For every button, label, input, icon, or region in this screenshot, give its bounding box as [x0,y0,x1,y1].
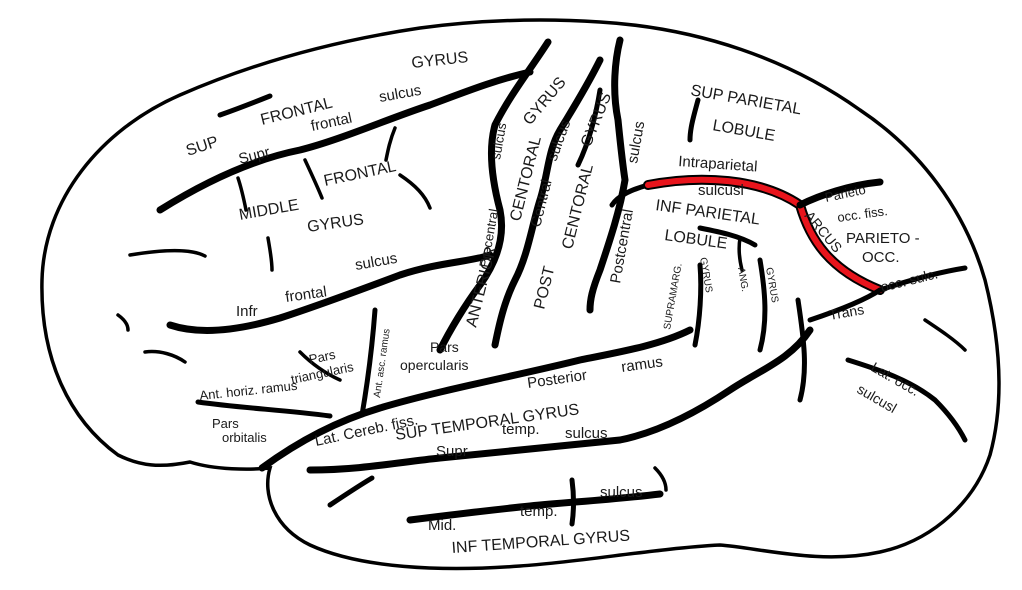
inferior-frontal-sulcus [166,251,494,334]
label-sulcus-mt: sulcus [600,484,643,501]
sup-parietal-mark [687,97,701,143]
label-frontal-inf: frontal [284,283,328,306]
fissure-orbital-branch [195,399,333,419]
middle-temporal-sulcus [406,490,664,524]
label-gyrus-top: GYRUS [411,49,469,72]
mid-temporal-hook [653,466,668,492]
label-pars-opercularis-1: Pars [430,339,459,355]
label-supr-temp: Supr [436,443,468,460]
middle-frontal-mark-4 [398,173,432,210]
label-pars-opercularis-2: opercularis [400,357,468,373]
pole-mark-2 [143,349,187,364]
pole-mark-1 [116,313,130,332]
middle-frontal-mark-5 [266,236,274,272]
precentral-sulcus [436,38,552,354]
lateral-fissure [258,326,694,472]
label-occ-fiss: occ. fiss. [836,203,888,225]
middle-frontal-mark-1 [236,176,248,212]
label-temp-mid: temp. [520,503,558,520]
pars-tri-sulcus [298,350,342,382]
postcentral-sulcus [586,36,629,314]
label-mid: Mid. [428,517,456,534]
inf-parietal-mark [697,225,758,248]
label-pars-orbitalis-2: orbitalis [222,430,267,445]
angular-sulcus [757,257,768,353]
occ-curve [923,318,967,352]
label-pars-triangularis-1: Pars [308,347,338,367]
label-intraparietal: Intraparietal [678,153,758,175]
transverse-occ [807,287,883,323]
superior-frontal-sulcus [156,68,534,214]
label-parieto-occ: PARIETO - [846,230,920,247]
superior-temporal-back [795,297,807,403]
superior-temporal-sulcus [306,326,814,474]
label-trans: Trans [828,301,866,323]
label-occ: OCC. [862,249,900,266]
middle-frontal-mark-3 [384,126,397,162]
mid-temporal-vert [569,477,576,527]
sup-frontal-branch [217,93,273,118]
label-pars-orbitalis-1: Pars [212,416,239,431]
label-sulcusl-ip: sulcusl [698,182,744,199]
label-ang: ANG. [735,267,750,293]
middle-frontal-mark-2 [303,158,324,200]
mid-temporal-left [327,475,375,508]
post-gyrus-line [575,87,603,168]
supramarginal-sulcus [692,262,704,348]
label-sulcus-pre: sulcus [488,121,509,160]
inf-parietal-mark-2 [737,236,744,272]
label-sulcus-st: sulcus [565,425,608,442]
label-temp: temp. [502,421,540,438]
parieto-occipital-fissure [796,178,884,209]
brain-outline [40,18,1001,571]
lateral-occipital-sulcus [845,357,968,443]
label-ramus: ramus [620,353,664,376]
parieto-occ-lower [877,265,968,293]
anterior-ascending-ramus [359,307,378,418]
inf-frontal-branch [128,248,207,258]
central-sulcus [491,56,604,349]
label-infr: Infr [236,303,258,320]
